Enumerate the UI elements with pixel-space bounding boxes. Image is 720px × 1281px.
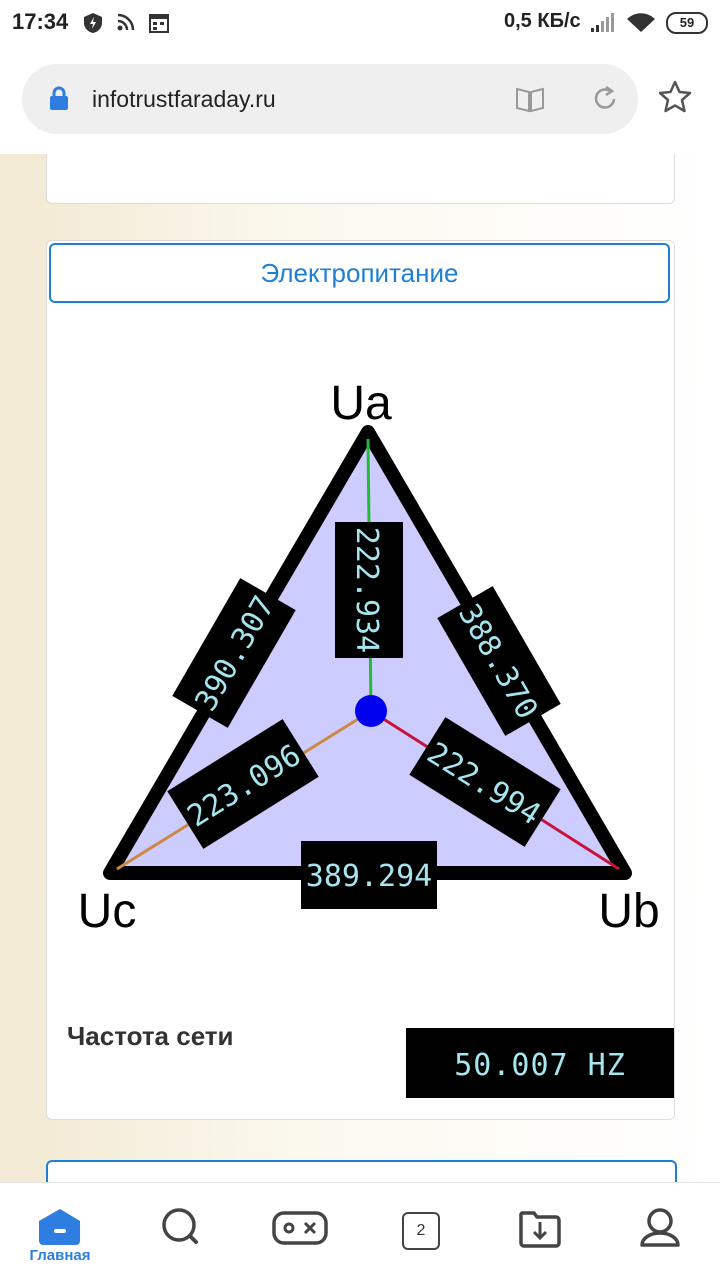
- home-icon: [39, 1209, 80, 1245]
- network-speed: 0,5 КБ/с: [504, 10, 581, 32]
- nav-search[interactable]: [152, 1201, 212, 1261]
- calendar-icon: [149, 14, 169, 33]
- profile-icon: [640, 1208, 680, 1247]
- lock-icon: [50, 86, 68, 110]
- nav-downloads[interactable]: [510, 1201, 570, 1261]
- ubc-display: 389.294: [301, 841, 437, 909]
- rss-icon: [117, 13, 135, 31]
- star-icon[interactable]: [658, 80, 692, 114]
- page-content: Электропитание Ua Ub Uc 222.934 222.994: [0, 154, 720, 1182]
- previous-card: [46, 154, 675, 204]
- status-bar: 17:34 0,5 КБ/с 59: [0, 0, 720, 46]
- power-card: Электропитание Ua Ub Uc 222.934 222.994: [46, 240, 675, 1120]
- status-time: 17:34: [12, 9, 69, 34]
- reload-icon[interactable]: [590, 84, 620, 114]
- vertex-label-c: Uc: [78, 885, 137, 938]
- power-card-header[interactable]: Электропитание: [49, 243, 670, 303]
- vertex-label-a: Ua: [330, 377, 392, 430]
- nav-games[interactable]: [270, 1201, 330, 1261]
- nav-home-label[interactable]: Главная: [29, 1247, 91, 1264]
- ua-value: 222.934: [349, 527, 384, 653]
- games-icon: [272, 1211, 328, 1245]
- nav-profile[interactable]: [630, 1201, 690, 1261]
- address-bar[interactable]: infotrustfaraday.ru: [22, 64, 638, 134]
- vertex-label-b: Ub: [598, 885, 659, 938]
- ua-display: 222.934: [335, 522, 403, 658]
- url-text[interactable]: infotrustfaraday.ru: [92, 86, 276, 112]
- shield-icon: [84, 13, 102, 33]
- nav-home[interactable]: [30, 1201, 90, 1261]
- next-card-header[interactable]: [46, 1160, 677, 1182]
- frequency-display: 50.007 HZ: [406, 1028, 674, 1098]
- neutral-point: [355, 695, 387, 727]
- battery-icon: 59: [666, 12, 708, 34]
- downloads-icon: [519, 1211, 561, 1248]
- ubc-value: 389.294: [306, 859, 432, 894]
- bottom-navigation: Главная: [0, 1182, 720, 1281]
- frequency-label: Частота сети: [67, 1021, 234, 1051]
- browser-toolbar: infotrustfaraday.ru: [0, 46, 720, 154]
- frequency-value: 50.007 HZ: [454, 1048, 626, 1083]
- wifi-icon: [627, 13, 655, 33]
- reader-icon[interactable]: [514, 84, 546, 114]
- search-icon: [162, 1208, 198, 1244]
- tab-count[interactable]: 2: [402, 1212, 440, 1250]
- three-phase-diagram: Ua Ub Uc 222.934 222.994 223.096 388.37: [78, 377, 660, 938]
- signal-icon: [591, 13, 614, 32]
